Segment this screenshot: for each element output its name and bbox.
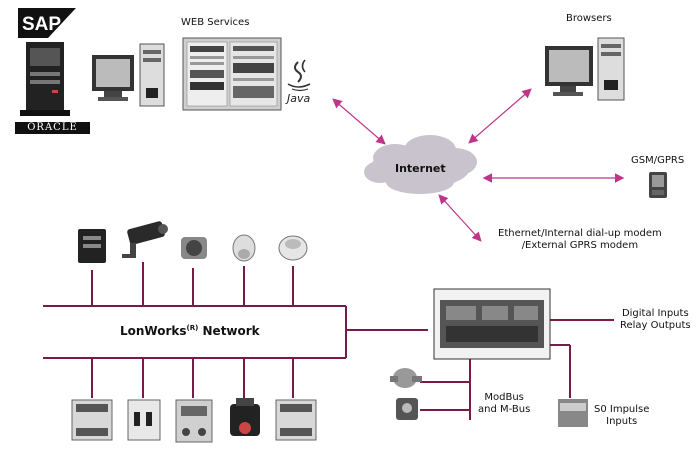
heat-meter-icon (396, 398, 418, 420)
arrow-internet-controller (438, 194, 482, 242)
s0-impulse-label: S0 Impulse Inputs (594, 404, 649, 428)
ethernet-label: Ethernet/Internal dial-up modem /Externa… (498, 228, 662, 252)
internet-cloud (364, 135, 477, 194)
modbus-label-line1: ModBus (484, 392, 524, 403)
digital-io-label-line1: Digital Inputs (621, 308, 689, 319)
wall-panel-icon (78, 229, 106, 263)
s0-impulse-label-line1: S0 Impulse (594, 404, 650, 415)
ethernet-label-line2: /External GPRS modem (521, 240, 639, 251)
controller-icon (433, 288, 551, 360)
web-pc-icon (92, 43, 165, 107)
circuit-breaker-icon (127, 399, 161, 441)
din-module-2-icon (275, 399, 317, 441)
lonworks-label-name: LonWorks (120, 324, 187, 338)
lonworks-bus (43, 262, 614, 420)
impulse-module-icon (558, 399, 588, 427)
arrow-web-internet (332, 98, 386, 145)
digital-io-label: Digital Inputs Relay Outputs (620, 308, 691, 332)
lonworks-label: LonWorks(R) Network (120, 324, 260, 338)
dome-sensor-icon (181, 237, 207, 259)
gsm-pda-icon (649, 172, 667, 198)
ethernet-label-line1: Ethernet/Internal dial-up modem (498, 228, 662, 239)
svg-text:SAP: SAP (22, 14, 61, 35)
sap-server-icon (20, 42, 70, 116)
internet-label: Internet (395, 162, 446, 175)
digital-io-label-line2: Relay Outputs (620, 320, 691, 331)
browsers-label: Browsers (566, 13, 612, 24)
browser-pc-icon (545, 37, 625, 101)
energy-meter-icon (175, 399, 213, 443)
modbus-label-line2: and M-Bus (478, 404, 531, 415)
actuator-icon (230, 398, 260, 436)
oracle-logo: ORACLE (15, 122, 90, 134)
camera-icon (122, 221, 168, 258)
din-module-icon (71, 399, 113, 441)
lonworks-label-suffix: Network (198, 324, 260, 338)
lonworks-label-mark: (R) (186, 324, 199, 332)
motion-sensor-icon (232, 234, 256, 262)
smoke-detector-icon (278, 235, 308, 261)
java-logo-text: Java (287, 92, 311, 105)
s0-impulse-label-line2: Inputs (606, 416, 638, 427)
web-services-screens-icon (182, 37, 282, 111)
modbus-label: ModBus and M-Bus (478, 392, 530, 416)
arrow-internet-browsers (468, 88, 532, 144)
gsm-label: GSM/GPRS (631, 155, 685, 166)
water-meter-icon (390, 368, 422, 388)
java-icon (287, 59, 311, 92)
web-services-label: WEB Services (181, 17, 250, 28)
sap-logo: SAP (18, 8, 76, 38)
